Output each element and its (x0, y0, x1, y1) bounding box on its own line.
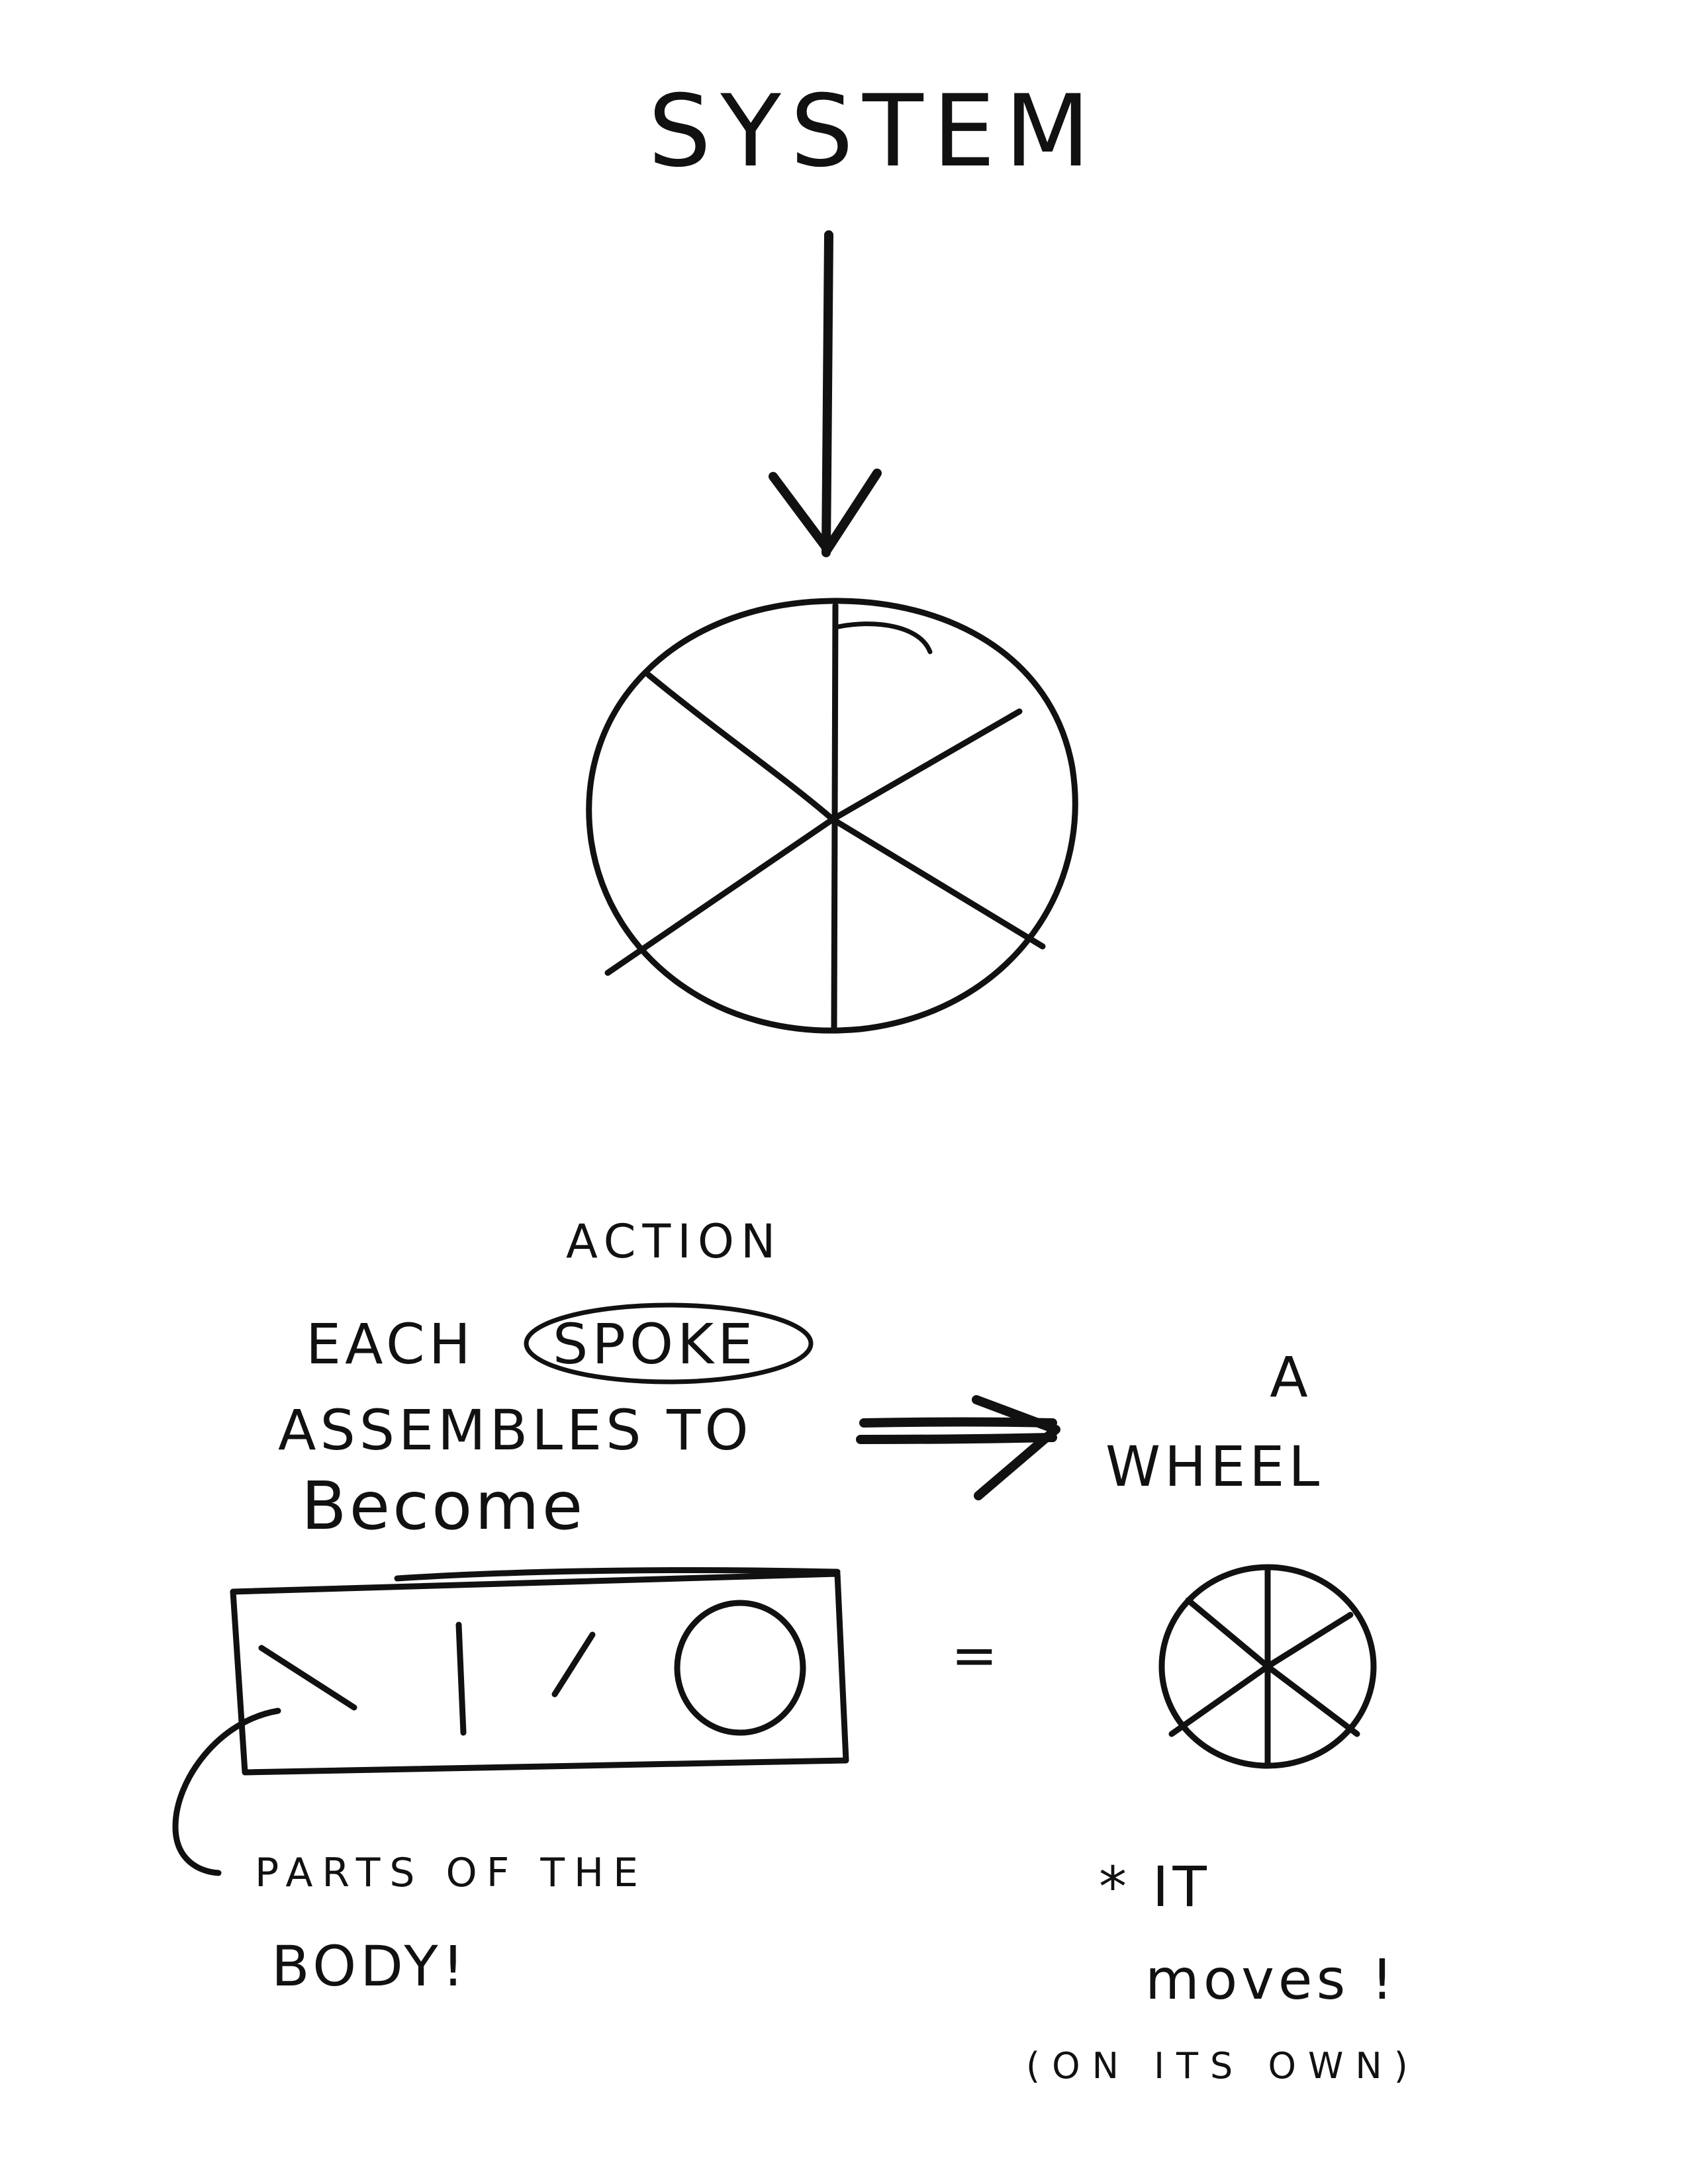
label-spoke: SPOKE (553, 1312, 757, 1377)
spoke-circle (524, 1302, 814, 1385)
equals-sign: = (951, 1623, 1002, 1688)
wheel-icon (1158, 1564, 1377, 1769)
label-wheel: WHEEL (1105, 1434, 1323, 1499)
callout-line (172, 1707, 281, 1876)
label-parts: PARTS OF THE (255, 1850, 647, 1896)
label-own: (ON ITS OWN) (1026, 2045, 1420, 2087)
label-body: BODY! (271, 1934, 468, 1999)
arrow-right-icon (856, 1395, 1060, 1500)
label-become: Become (301, 1467, 585, 1545)
label-moves: moves ! (1145, 1947, 1397, 2012)
label-it: * IT (1099, 1854, 1211, 1919)
arrow-down-icon (769, 230, 882, 557)
parts-box (230, 1567, 849, 1776)
label-each: EACH (306, 1312, 475, 1377)
label-assembles: ASSEMBLES TO (278, 1398, 753, 1463)
label-a: A (1270, 1345, 1311, 1410)
wheel-icon (586, 598, 1078, 1034)
label-action: ACTION (566, 1214, 782, 1269)
diagram-title: SYSTEM (648, 74, 1100, 189)
